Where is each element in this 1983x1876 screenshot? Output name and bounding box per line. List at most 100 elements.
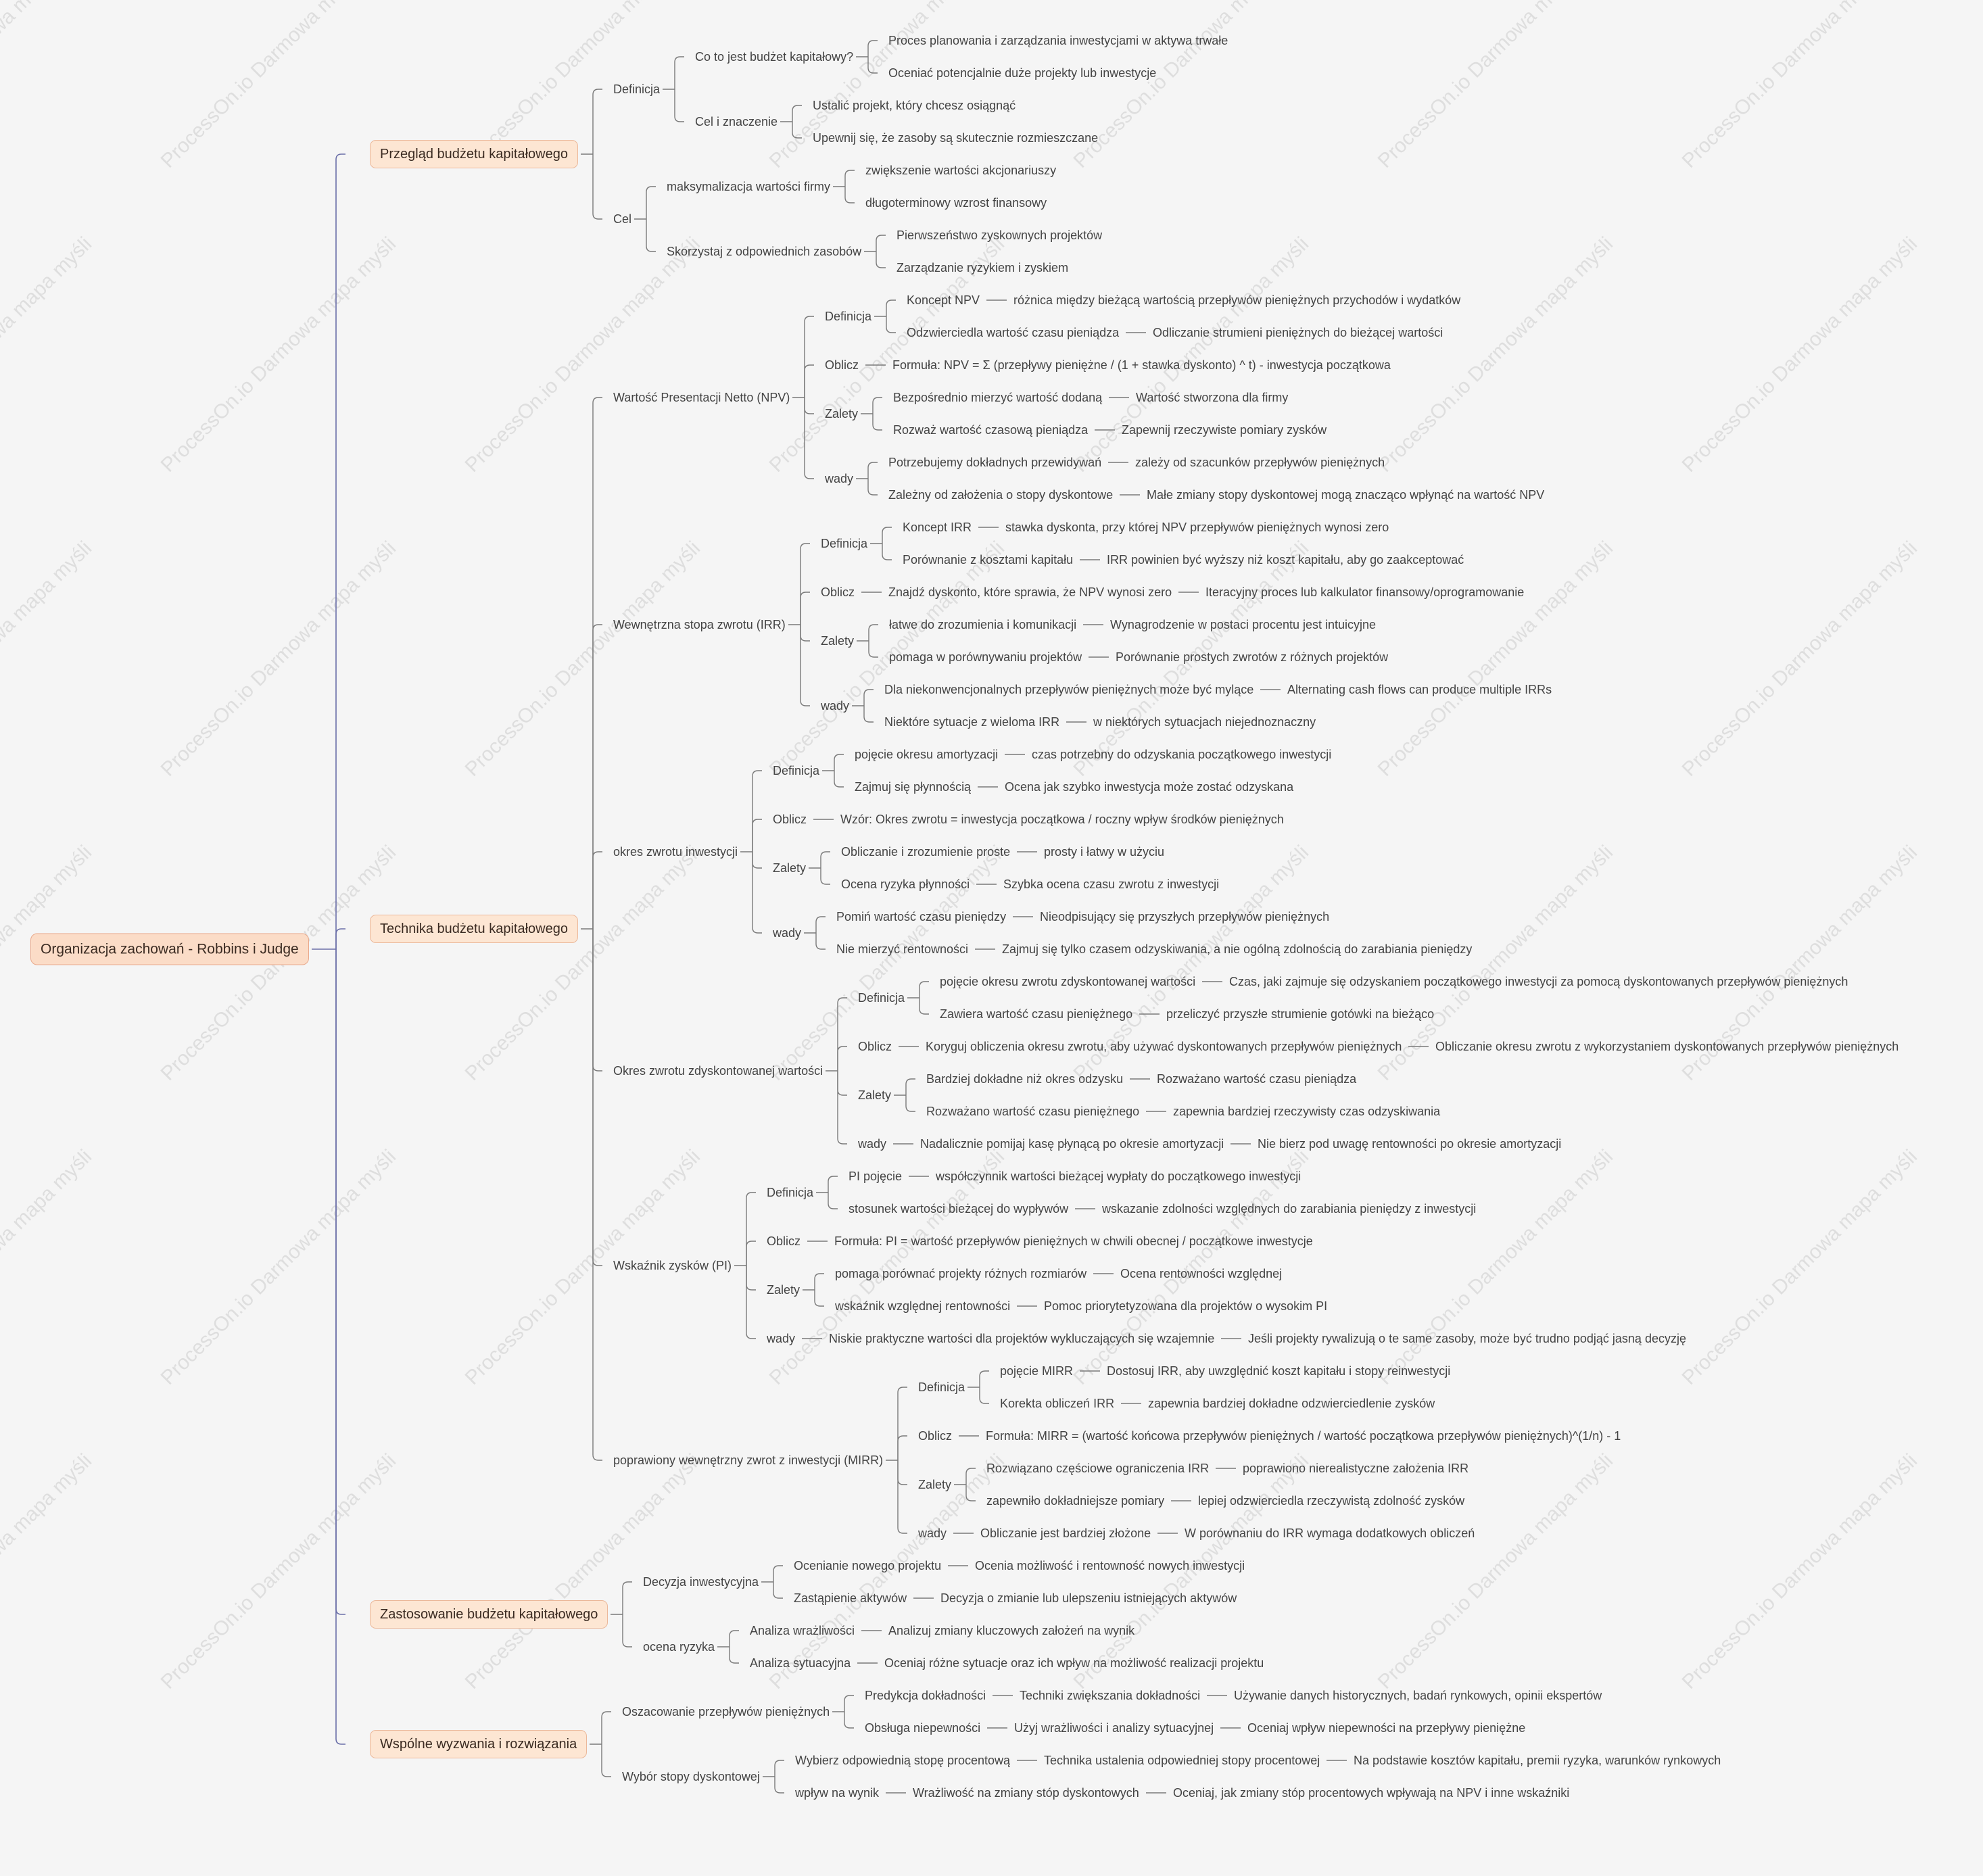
subtopic[interactable]: Formuła: PI = wartość przepływów pienięż…	[834, 1234, 1313, 1248]
subtopic[interactable]: Upewnij się, że zasoby są skutecznie roz…	[813, 131, 1099, 145]
subtopic[interactable]: Obliczanie jest bardziej złożone	[980, 1526, 1151, 1540]
subtopic[interactable]: Wskaźnik zysków (PI)	[613, 1259, 732, 1272]
subtopic[interactable]: Decyzja inwestycyjna	[643, 1575, 759, 1589]
subtopic[interactable]: stawka dyskonta, przy której NPV przepły…	[1005, 521, 1389, 534]
subtopic[interactable]: Zastąpienie aktywów	[794, 1591, 907, 1605]
subtopic[interactable]: Co to jest budżet kapitałowy?	[695, 50, 854, 64]
subtopic[interactable]: Cel i znaczenie	[695, 115, 778, 128]
subtopic[interactable]: Pomiń wartość czasu pieniędzy	[836, 910, 1007, 923]
subtopic[interactable]: Zajmuj się tylko czasem odzyskiwania, a …	[1002, 942, 1473, 956]
subtopic[interactable]: wpływ na wynik	[795, 1786, 880, 1800]
subtopic[interactable]: Rozwiązano częściowe ograniczenia IRR	[986, 1462, 1210, 1475]
subtopic[interactable]: długoterminowy wzrost finansowy	[865, 196, 1047, 210]
subtopic[interactable]: Definicja	[825, 310, 872, 323]
subtopic[interactable]: Ocena ryzyka płynności	[841, 877, 970, 891]
subtopic[interactable]: pomaga w porównywaniu projektów	[889, 650, 1082, 664]
subtopic[interactable]: Rozważano wartość czasu pieniężnego	[926, 1105, 1140, 1118]
subtopic[interactable]: stosunek wartości bieżącej do wypływów	[849, 1202, 1069, 1216]
subtopic[interactable]: Predykcja dokładności	[865, 1689, 986, 1702]
subtopic[interactable]: Nieodpisujący się przyszłych przepływów …	[1040, 910, 1330, 923]
subtopic[interactable]: wady	[773, 926, 802, 940]
subtopic[interactable]: Nadalicznie pomijaj kasę płynącą po okre…	[920, 1137, 1224, 1151]
subtopic[interactable]: Rozważano wartość czasu pieniądza	[1157, 1072, 1357, 1086]
subtopic[interactable]: Zalety	[918, 1478, 952, 1491]
subtopic[interactable]: Definicja	[773, 764, 820, 777]
subtopic[interactable]: Dla niekonwencjonalnych przepływów pieni…	[884, 683, 1254, 696]
subtopic[interactable]: Pomoc priorytetyzowana dla projektów o w…	[1044, 1299, 1328, 1313]
subtopic[interactable]: wskazanie zdolności względnych do zarabi…	[1102, 1202, 1477, 1216]
subtopic[interactable]: Zalety	[821, 634, 855, 648]
subtopic[interactable]: Analiza sytuacyjna	[750, 1656, 851, 1670]
subtopic[interactable]: maksymalizacja wartości firmy	[667, 180, 831, 193]
subtopic[interactable]: Oblicz	[767, 1234, 801, 1248]
subtopic[interactable]: pojęcie okresu amortyzacji	[855, 748, 999, 761]
subtopic[interactable]: Alternating cash flows can produce multi…	[1287, 683, 1552, 696]
subtopic[interactable]: Na podstawie kosztów kapitału, premii ry…	[1354, 1754, 1721, 1767]
subtopic[interactable]: Pierwszeństwo zyskownych projektów	[897, 229, 1103, 242]
subtopic[interactable]: Ustalić projekt, który chcesz osiągnąć	[813, 99, 1016, 112]
subtopic[interactable]: łatwe do zrozumienia i komunikacji	[889, 618, 1077, 631]
subtopic[interactable]: Oblicz	[821, 585, 855, 599]
subtopic[interactable]: różnica między bieżącą wartością przepły…	[1013, 293, 1461, 307]
subtopic[interactable]: Zalety	[858, 1088, 892, 1102]
subtopic[interactable]: Wrażliwość na zmiany stóp dyskontowych	[913, 1786, 1139, 1800]
subtopic[interactable]: PI pojęcie	[849, 1170, 903, 1183]
subtopic[interactable]: wady	[825, 472, 854, 485]
subtopic[interactable]: Formuła: NPV = Σ (przepływy pieniężne / …	[892, 358, 1391, 372]
subtopic[interactable]: pojęcie MIRR	[1000, 1364, 1074, 1378]
subtopic[interactable]: wady	[858, 1137, 887, 1151]
subtopic[interactable]: Czas, jaki zajmuje się odzyskaniem począ…	[1229, 975, 1848, 988]
subtopic[interactable]: Oceniać potencjalnie duże projekty lub i…	[888, 66, 1157, 80]
subtopic[interactable]: Analizuj zmiany kluczowych założeń na wy…	[888, 1624, 1135, 1637]
subtopic[interactable]: współczynnik wartości bieżącej wypłaty d…	[936, 1170, 1301, 1183]
subtopic[interactable]: Bezpośrednio mierzyć wartość dodaną	[893, 391, 1103, 404]
subtopic[interactable]: Niektóre sytuacje z wieloma IRR	[884, 715, 1060, 729]
subtopic[interactable]: Oblicz	[918, 1429, 953, 1443]
subtopic[interactable]: Formuła: MIRR = (wartość końcowa przepły…	[986, 1429, 1621, 1443]
subtopic[interactable]: Obliczanie okresu zwrotu z wykorzystanie…	[1435, 1040, 1899, 1053]
subtopic[interactable]: Oceniaj wpływ niepewności na przepływy p…	[1247, 1721, 1526, 1735]
subtopic[interactable]: wady	[767, 1332, 796, 1345]
subtopic[interactable]: Ocena jak szybko inwestycja może zostać …	[1005, 780, 1294, 794]
subtopic[interactable]: Ocenianie nowego projektu	[794, 1559, 942, 1572]
subtopic[interactable]: Oblicz	[858, 1040, 892, 1053]
subtopic[interactable]: ocena ryzyka	[643, 1640, 715, 1654]
subtopic[interactable]: poprawiono nierealistyczne założenia IRR	[1243, 1462, 1469, 1475]
subtopic[interactable]: w niektórych sytuacjach niejednoznaczny	[1093, 715, 1316, 729]
subtopic[interactable]: Znajdź dyskonto, które sprawia, że NPV w…	[888, 585, 1172, 599]
subtopic[interactable]: Skorzystaj z odpowiednich zasobów	[667, 245, 862, 258]
subtopic[interactable]: Wewnętrzna stopa zwrotu (IRR)	[613, 618, 786, 631]
subtopic[interactable]: Analiza wrażliwości	[750, 1624, 855, 1637]
subtopic[interactable]: Wybierz odpowiednią stopę procentową	[795, 1754, 1011, 1767]
subtopic[interactable]: Ocena rentowności względnej	[1120, 1267, 1283, 1280]
subtopic[interactable]: Cel	[613, 212, 632, 226]
subtopic[interactable]: lepiej odzwierciedla rzeczywistą zdolnoś…	[1198, 1494, 1465, 1508]
subtopic[interactable]: Dostosuj IRR, aby uwzględnić koszt kapit…	[1107, 1364, 1451, 1378]
subtopic[interactable]: Rozważ wartość czasową pieniądza	[893, 423, 1089, 437]
subtopic[interactable]: Technika ustalenia odpowiedniej stopy pr…	[1044, 1754, 1320, 1767]
subtopic[interactable]: Wynagrodzenie w postaci procentu jest in…	[1110, 618, 1377, 631]
subtopic[interactable]: Wybór stopy dyskontowej	[622, 1770, 760, 1783]
subtopic[interactable]: Wartość Presentacji Netto (NPV)	[613, 391, 790, 404]
subtopic[interactable]: Zalety	[767, 1283, 801, 1297]
subtopic[interactable]: Odzwierciedla wartość czasu pieniądza	[907, 326, 1120, 339]
subtopic[interactable]: Okres zwrotu zdyskontowanej wartości	[613, 1064, 823, 1078]
subtopic[interactable]: prosty i łatwy w użyciu	[1044, 845, 1165, 859]
subtopic[interactable]: Zalety	[825, 407, 859, 420]
subtopic[interactable]: Zawiera wartość czasu pieniężnego	[940, 1007, 1133, 1021]
subtopic[interactable]: IRR powinien być wyższy niż koszt kapita…	[1107, 553, 1464, 567]
subtopic[interactable]: Nie bierz pod uwagę rentowności po okres…	[1258, 1137, 1562, 1151]
subtopic[interactable]: Definicja	[613, 82, 661, 96]
subtopic[interactable]: poprawiony wewnętrzny zwrot z inwestycji…	[613, 1453, 884, 1467]
subtopic[interactable]: Koncept NPV	[907, 293, 980, 307]
subtopic[interactable]: Zależny od założenia o stopy dyskontowe	[888, 488, 1114, 502]
subtopic[interactable]: Korekta obliczeń IRR	[1000, 1397, 1115, 1410]
subtopic[interactable]: Oceniaj, jak zmiany stóp procentowych wp…	[1173, 1786, 1570, 1800]
subtopic[interactable]: wskaźnik względnej rentowności	[835, 1299, 1011, 1313]
subtopic[interactable]: czas potrzebny do odzyskania początkoweg…	[1032, 748, 1332, 761]
subtopic[interactable]: Obsługa niepewności	[865, 1721, 981, 1735]
subtopic[interactable]: Jeśli projekty rywalizują o te same zaso…	[1248, 1332, 1686, 1345]
subtopic[interactable]: Oblicz	[773, 813, 807, 826]
main-branch-topic[interactable]: Zastosowanie budżetu kapitałowego	[370, 1600, 608, 1629]
subtopic[interactable]: Decyzja o zmianie lub ulepszeniu istniej…	[940, 1591, 1237, 1605]
